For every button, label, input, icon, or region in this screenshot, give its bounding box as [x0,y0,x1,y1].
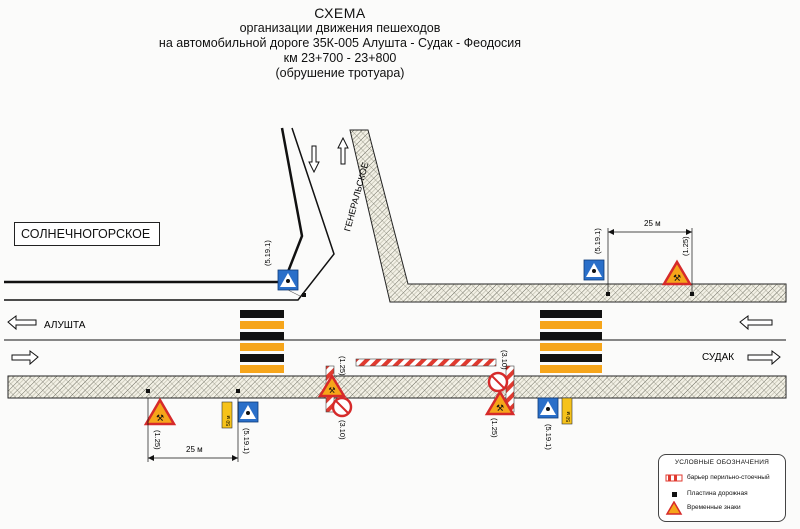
legend-title: УСЛОВНЫЕ ОБОЗНАЧЕНИЯ [674,459,770,466]
distance-plate: 50 м [561,397,573,425]
no-pedestrians-sign-icon [487,371,509,393]
crosswalk-right [540,310,602,373]
dimension-right: 25 м [607,219,693,292]
sign-code: (3.10) [500,350,509,370]
barrier-icon [665,474,683,482]
arrow-up-icon [337,136,349,165]
title-line: км 23+700 - 23+800 [283,51,397,65]
roadworks-sign-icon: ⚒ [143,397,177,426]
dimension-text: 25 м [644,219,661,228]
arrow-right-icon [11,350,39,366]
title-line: (обрушение тротуара) [275,66,405,80]
legend-label: Временные знаки [687,504,741,511]
place-label-solnechnogorskoe: СОЛНЕЧНОГОРСКОЕ [14,222,160,246]
road-edge [4,127,335,301]
arrow-left-icon [739,315,773,331]
sign-code: (5.19.1) [263,240,272,266]
crosswalk-sign-icon [237,401,259,423]
legend-label: Пластина дорожная [687,490,748,497]
title-block: СХЕМА организации движения пешеходов на … [0,6,680,81]
svg-text:⚒: ⚒ [673,273,681,283]
crosswalk-left [240,310,284,373]
sign-code: (1.25) [490,418,499,438]
road-edge [4,127,304,284]
sign-code: (5.19.1) [593,228,602,254]
crosswalk-sign-icon [583,259,605,281]
sign-code: (1.25) [681,236,690,256]
dimension-text: 25 м [186,445,203,454]
label-alushta: АЛУШТА [44,320,86,331]
road-plates [146,292,694,393]
arrow-right-icon [747,350,781,366]
legend-item: Пластина дорожная [665,487,783,501]
svg-text:⚒: ⚒ [328,386,335,395]
title-line: организации движения пешеходов [239,21,441,35]
sign-code: (1.25) [153,430,162,450]
sign-code: (5.19.1) [242,428,251,454]
crosswalk-sign-icon [537,397,559,419]
roadworks-sign-icon: ⚒ [484,389,516,416]
sidewalk-top-right [349,129,787,303]
label-sudak: СУДАК [702,352,734,363]
sidewalk-top-right-overlay [350,130,786,302]
roadworks-sign-icon: ⚒ [317,373,347,398]
svg-text:⚒: ⚒ [496,403,504,413]
plate-text: 50 м [226,415,232,426]
temporary-sign-icon [665,501,683,515]
legend-item: Временные знаки [665,501,783,515]
svg-text:⚒: ⚒ [156,413,164,423]
plate-text: 50 м [566,411,572,422]
sign-code: (1.25) [338,356,347,376]
crosswalk-sign-icon [277,269,299,291]
title-line: на автомобильной дороге 35К-005 Алушта -… [158,36,522,50]
legend: УСЛОВНЫЕ ОБОЗНАЧЕНИЯ барьер перильно-сто… [658,454,786,522]
arrow-down-icon [308,145,320,174]
sign-code: (5.19.1) [544,424,553,450]
sidewalk-bottom-overlay [8,376,786,398]
roadworks-sign-icon: ⚒ [661,259,693,286]
sign-code: (3.10) [338,420,347,440]
distance-plate: 50 м [221,401,233,429]
legend-label: барьер перильно-стоечный [687,474,770,481]
arrow-left-icon [7,315,37,331]
legend-item: барьер перильно-стоечный [665,471,783,485]
dimension-left: 25 м [147,398,239,462]
no-pedestrians-sign-icon [331,396,353,418]
title-line: СХЕМА [314,5,366,21]
plate-icon [672,492,677,497]
